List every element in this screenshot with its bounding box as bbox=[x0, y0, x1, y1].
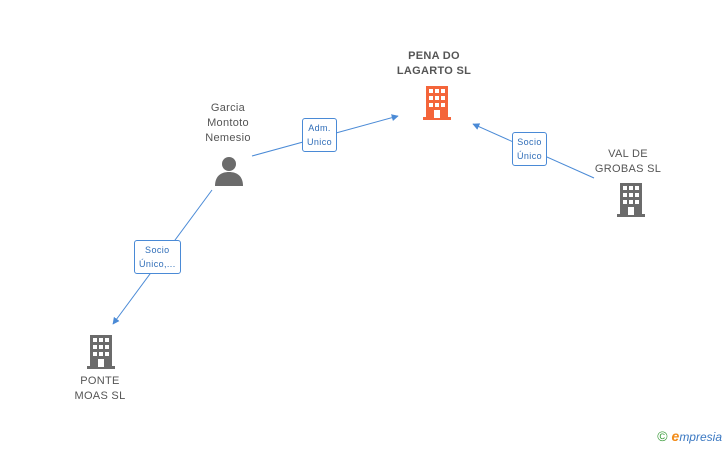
edge-label-socio-unico-ponte[interactable]: Socio Único,... bbox=[134, 240, 181, 274]
edge-label-adm-unico[interactable]: Adm. Unico bbox=[302, 118, 338, 152]
person-icon[interactable] bbox=[214, 156, 244, 186]
building-icon-highlight[interactable] bbox=[421, 86, 453, 120]
node-label-val-de-grobas[interactable]: VAL DE GROBAS SL bbox=[594, 148, 662, 175]
node-label-ponte-moas[interactable]: PONTE MOAS SL bbox=[74, 375, 126, 402]
building-icon-val-de-grobas[interactable] bbox=[615, 183, 647, 217]
building-icon-ponte-moas[interactable] bbox=[85, 335, 117, 369]
node-label-garcia-montoto-nemesio[interactable]: Garcia Montoto Nemesio bbox=[205, 102, 251, 144]
edge-label-socio-unico-val[interactable]: Socio Único bbox=[512, 132, 548, 166]
brand-e: e bbox=[671, 428, 680, 444]
empresia-logo[interactable]: © empresia bbox=[657, 428, 722, 444]
copyright-icon: © bbox=[657, 428, 668, 444]
node-label-pena-do-lagarto[interactable]: PENA DO LAGARTO SL bbox=[396, 50, 472, 77]
brand-name: mpresia bbox=[679, 430, 722, 444]
